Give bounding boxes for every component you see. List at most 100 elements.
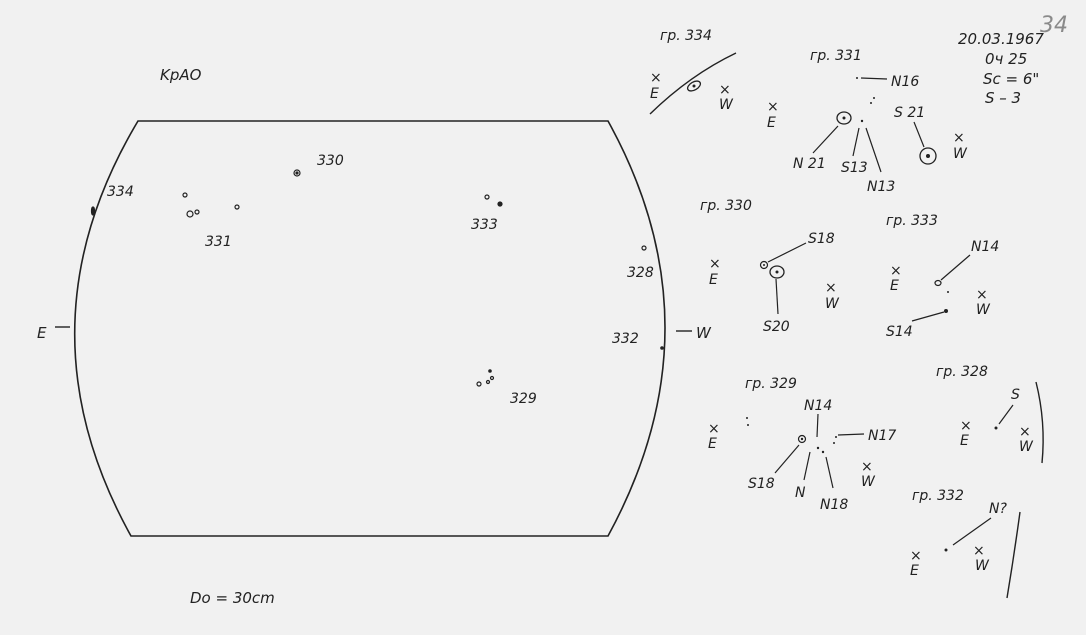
- detail-329-label-n17: N17: [868, 428, 896, 444]
- svg-text:×: ×: [976, 287, 988, 303]
- detail-331-label-n16: N16: [891, 74, 919, 90]
- svg-text:×: ×: [709, 256, 721, 272]
- detail-332-label-nq: N?: [989, 501, 1007, 517]
- observation-time: 0ч 25: [985, 50, 1027, 68]
- detail-333-label-n14: N14: [971, 239, 999, 255]
- detail-334-east: E: [650, 86, 659, 102]
- spot-333a: [484, 194, 490, 200]
- detail-333-spot-n14: [934, 279, 942, 287]
- disk-group-331-label: 331: [205, 234, 232, 250]
- detail-329-spot-s18: [797, 434, 807, 444]
- spot-334: [90, 206, 96, 216]
- disk-east-label: E: [37, 324, 47, 342]
- disk-group-329-label: 329: [510, 391, 537, 407]
- disk-group-328-label: 328: [627, 265, 654, 281]
- detail-328-title: гр. 328: [936, 364, 988, 380]
- spot-330: [293, 169, 301, 177]
- disk-spots: [90, 169, 664, 387]
- disk-group-334-label: 334: [107, 184, 134, 200]
- detail-331-east: E: [767, 115, 776, 131]
- detail-334-west: W: [719, 97, 734, 113]
- detail-331-title: гр. 331: [810, 48, 862, 64]
- detail-330-title: гр. 330: [700, 198, 752, 214]
- spot-332: [660, 346, 664, 350]
- detail-334-limb: [649, 52, 737, 115]
- detail-group-332: гр. 332 N? × E × W: [910, 488, 1021, 599]
- svg-text:×: ×: [825, 280, 837, 296]
- observatory-label: KpAO: [160, 66, 202, 84]
- detail-331-label-n13: N13: [867, 179, 895, 195]
- scale-value: S – 3: [985, 89, 1021, 107]
- svg-text:×: ×: [973, 543, 985, 559]
- detail-329-east: E: [708, 436, 717, 452]
- detail-328-east: E: [960, 433, 969, 449]
- detail-328-label-s: S: [1011, 387, 1020, 403]
- detail-group-329: гр. 329 × E × W N14 N17 S18 N N18: [708, 376, 896, 513]
- disk-group-332-label: 332: [612, 331, 639, 347]
- detail-331-spot-s21: [919, 147, 937, 165]
- detail-333-spot-s14: [944, 309, 948, 313]
- detail-332-limb: [1006, 511, 1021, 599]
- detail-330-east: E: [709, 272, 718, 288]
- spot-333b: [497, 201, 503, 207]
- spot-329a: [476, 381, 482, 387]
- detail-330-spot-s20: [769, 265, 785, 279]
- svg-text:×: ×: [767, 99, 779, 115]
- svg-text:×: ×: [719, 82, 731, 98]
- detail-330-label-s18: S18: [808, 231, 835, 247]
- spot-328: [641, 245, 647, 251]
- svg-text:×: ×: [650, 70, 662, 86]
- detail-329-label-n14: N14: [804, 398, 832, 414]
- detail-328-spot: [994, 426, 998, 430]
- seeing-value: Sc = 6": [983, 70, 1039, 88]
- detail-group-334: гр. 334 × E × W: [649, 28, 737, 115]
- detail-group-328: гр. 328 S × E × W: [936, 364, 1044, 464]
- detail-333-title: гр. 333: [886, 213, 938, 229]
- svg-text:×: ×: [708, 421, 720, 437]
- detail-333-label-s14: S14: [886, 324, 913, 340]
- detail-329-west: W: [861, 474, 876, 490]
- detail-group-331: гр. 331 × E × W N16 S 21 N 21 S13 N13: [767, 48, 968, 195]
- observation-date: 20.03.1967: [958, 30, 1044, 48]
- detail-329-label-n18: N18: [820, 497, 848, 513]
- detail-332-west: W: [975, 558, 990, 574]
- detail-333-east: E: [890, 278, 899, 294]
- svg-text:×: ×: [890, 263, 902, 279]
- svg-text:×: ×: [953, 130, 965, 146]
- detail-331-spot-main: [836, 111, 852, 125]
- disk-diameter-label: Do = 30cm: [190, 589, 275, 607]
- detail-331-label-s13: S13: [841, 160, 868, 176]
- detail-329-title: гр. 329: [745, 376, 797, 392]
- spot-331a: [182, 192, 188, 198]
- svg-text:×: ×: [960, 418, 972, 434]
- detail-group-333: гр. 333 × E × W N14 S14: [886, 213, 999, 340]
- detail-330-spot-s18: [759, 260, 769, 270]
- page-number: 34: [1040, 13, 1068, 38]
- solar-disk-outline: [73, 120, 666, 537]
- detail-334-spot: [686, 80, 702, 92]
- detail-331-west: W: [953, 146, 968, 162]
- detail-330-west: W: [825, 296, 840, 312]
- svg-text:×: ×: [1019, 424, 1031, 440]
- detail-333-west: W: [976, 302, 991, 318]
- detail-329-label-s18: S18: [748, 476, 775, 492]
- detail-328-west: W: [1019, 439, 1034, 455]
- detail-328-limb: [1035, 381, 1044, 464]
- disk-group-333-label: 333: [471, 217, 498, 233]
- svg-text:×: ×: [910, 548, 922, 564]
- detail-group-330: гр. 330 × E × W S18 S20: [700, 198, 840, 335]
- detail-334-title: гр. 334: [660, 28, 712, 44]
- detail-330-label-s20: S20: [763, 319, 790, 335]
- detail-332-title: гр. 332: [912, 488, 964, 504]
- detail-331-label-s21: S 21: [894, 105, 925, 121]
- spot-331b: [186, 210, 194, 218]
- disk-west-label: W: [696, 324, 712, 342]
- svg-text:×: ×: [861, 459, 873, 475]
- disk-group-330-label: 330: [317, 153, 344, 169]
- spot-331c: [234, 204, 240, 210]
- detail-331-label-n21: N 21: [793, 156, 826, 172]
- detail-332-spot: [944, 548, 948, 552]
- detail-329-label-n: N: [795, 485, 806, 501]
